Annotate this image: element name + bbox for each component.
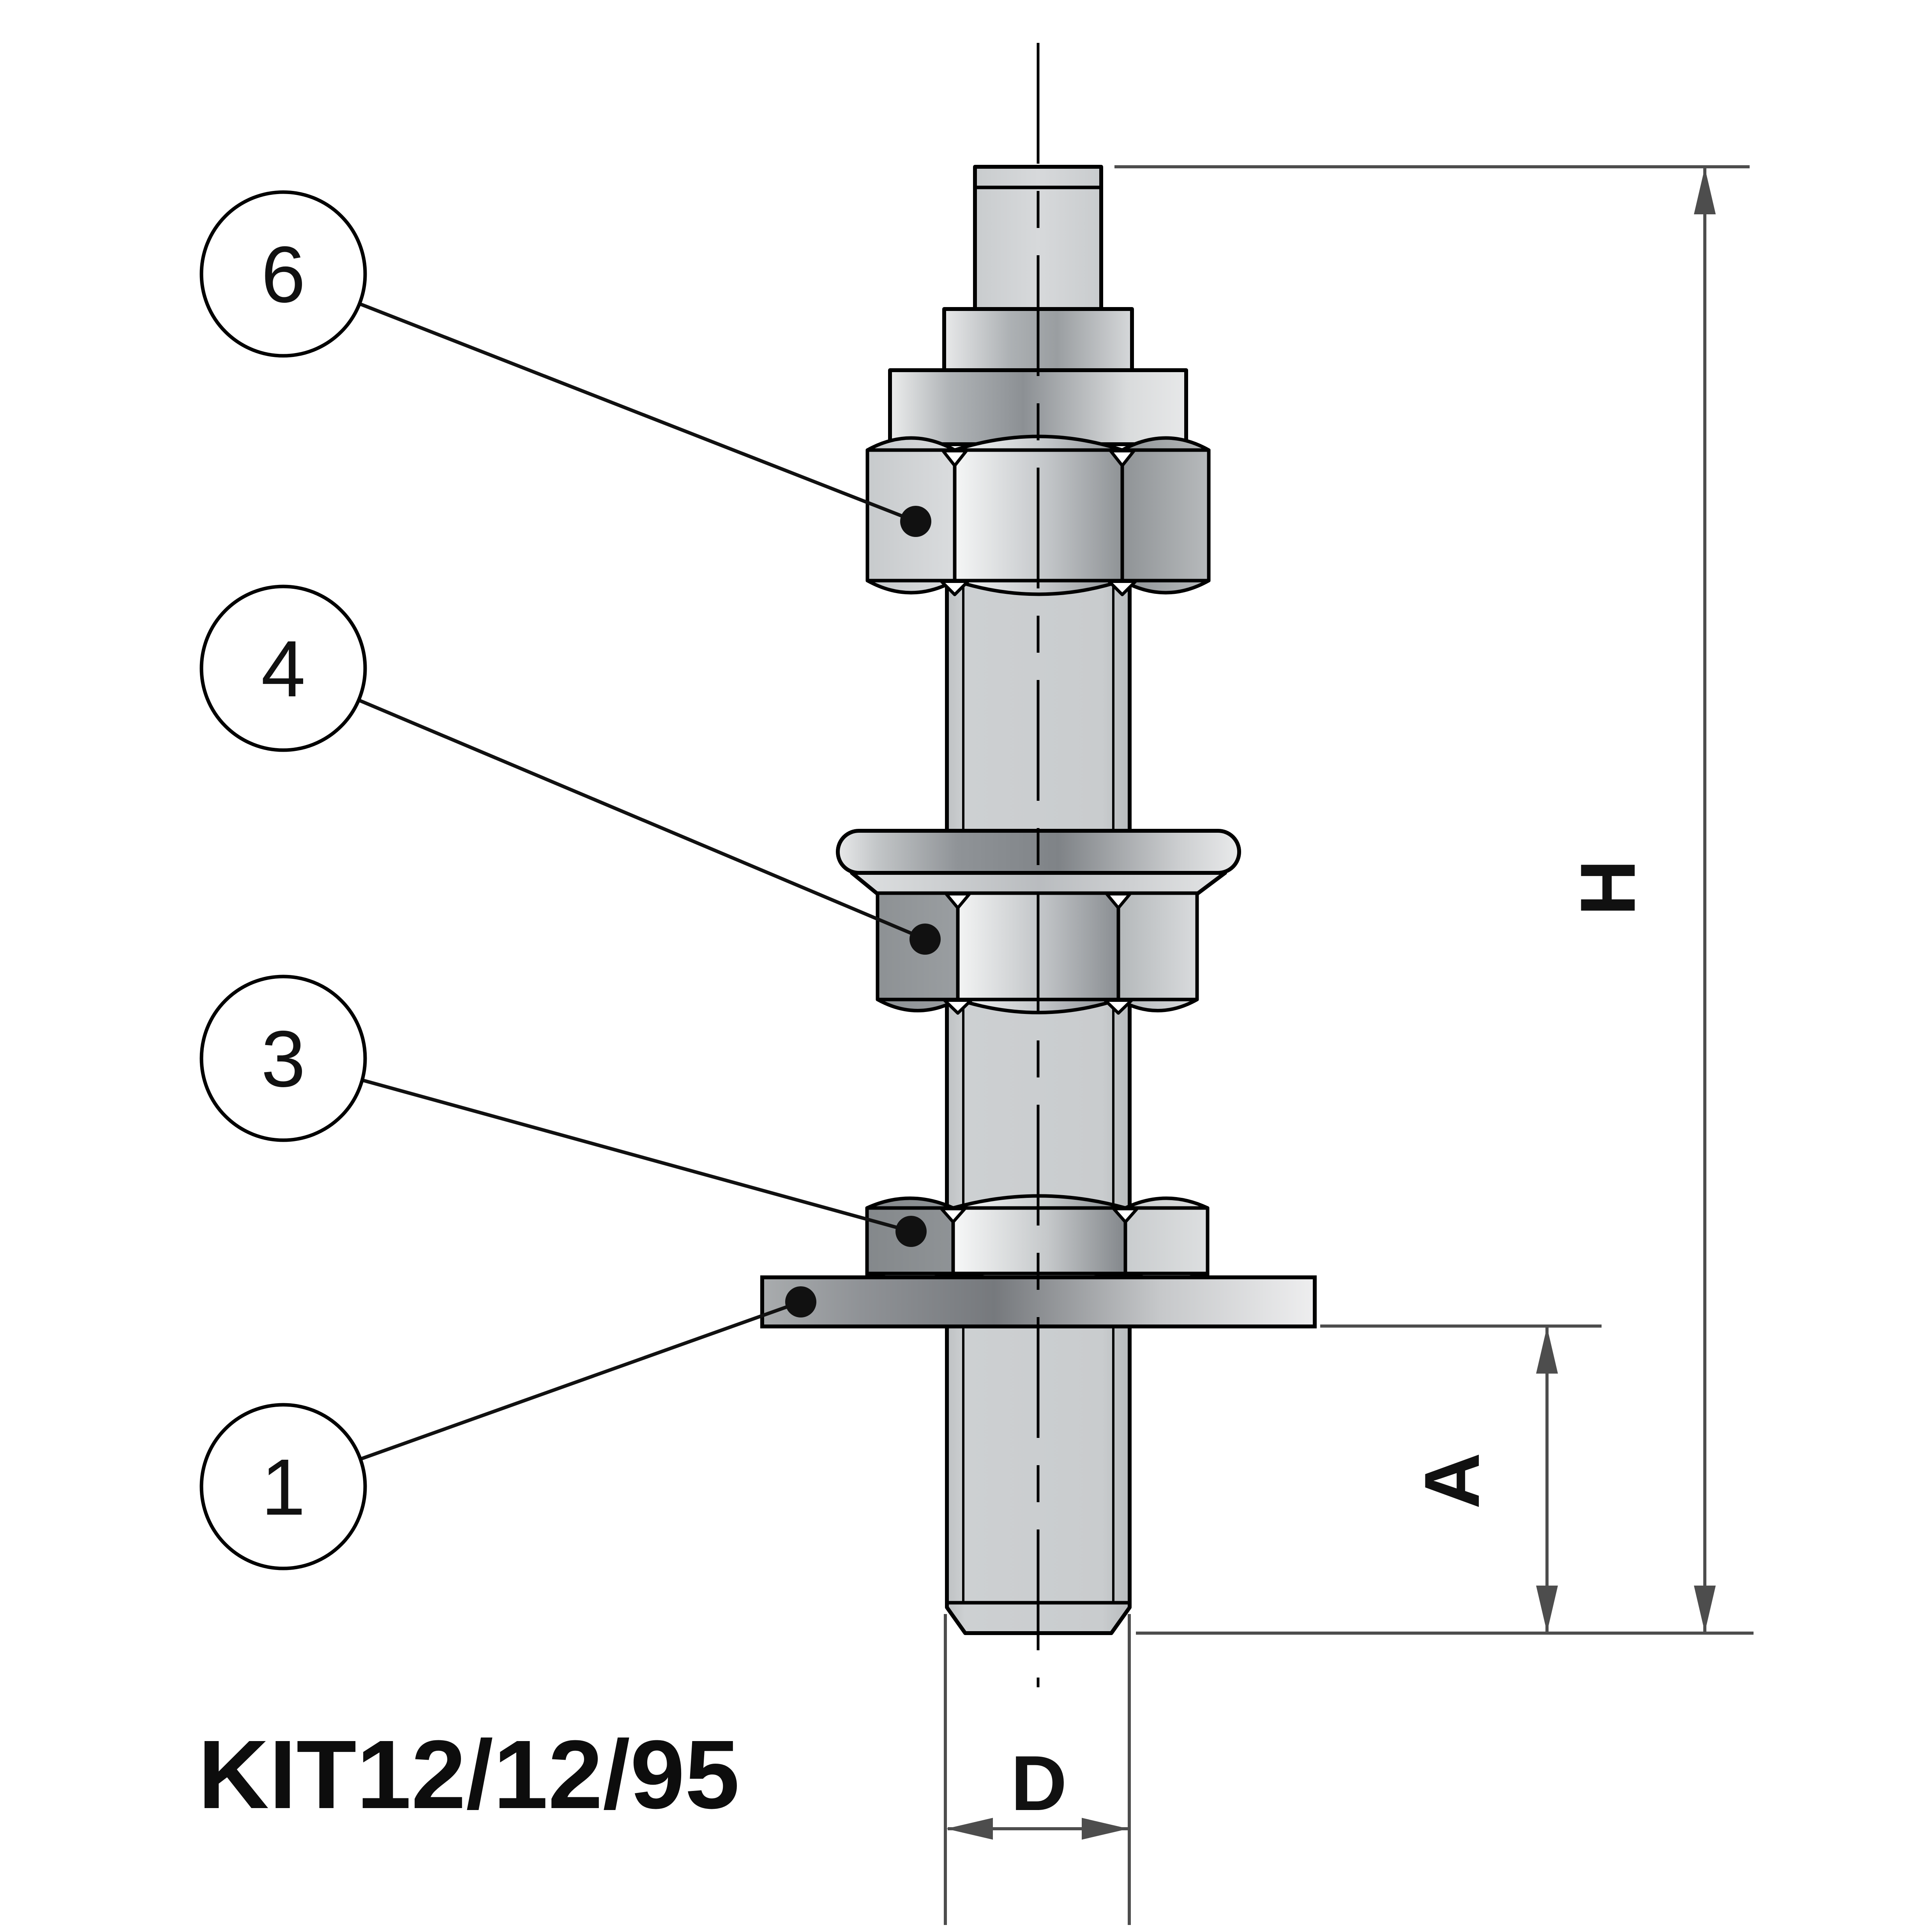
leader-dot-3	[895, 1216, 927, 1247]
top-nut-notch	[941, 449, 968, 467]
arrow-A-up-icon	[1536, 1327, 1558, 1374]
balloon-label-4: 4	[261, 624, 306, 713]
callout-leader-dots	[785, 506, 941, 1317]
balloon-label-3: 3	[261, 1014, 306, 1104]
arrow-A-down-icon	[1536, 1586, 1558, 1632]
middle-nut-notch	[1105, 892, 1132, 909]
part-number: KIT12/12/95	[198, 1720, 740, 1829]
leader-dot-1	[785, 1286, 816, 1317]
lower-nut-notch	[940, 1207, 966, 1224]
top-nut-arc-left	[865, 436, 957, 452]
top-nut-arc-right	[1120, 436, 1211, 452]
middle-nut-notch	[945, 892, 971, 909]
dimension-arrows	[946, 168, 1716, 1840]
top-nut-arc-front	[953, 434, 1124, 452]
balloon-label-1: 1	[261, 1443, 306, 1532]
top-nut-notch	[940, 580, 970, 596]
balloon-circle-6	[200, 190, 367, 358]
balloon-circle-1	[200, 1403, 367, 1570]
leader-dot-6	[900, 506, 931, 537]
leader-line-3	[281, 1056, 913, 1233]
top-nut-notch	[1107, 580, 1137, 596]
top-nut-notch	[1109, 449, 1136, 467]
callout-leaders	[281, 272, 927, 1489]
flange-taper	[850, 871, 1227, 896]
lower-nut-face-right	[1123, 1206, 1210, 1277]
leader-dot-4	[909, 924, 941, 955]
leader-line-1	[281, 1300, 803, 1489]
dimensions	[944, 165, 1754, 1925]
balloon-circle-3	[200, 975, 367, 1142]
top-nut-bottom-arc-right	[1120, 579, 1211, 595]
callout-balloons: 6 4 3 1	[200, 190, 367, 1570]
arrow-D-right-icon	[1082, 1818, 1128, 1840]
lower-nut-arc-left	[865, 1196, 955, 1210]
middle-nut-face-right	[1116, 891, 1199, 1001]
balloon-label-6: 6	[261, 230, 306, 319]
dimension-label-D: D	[1011, 1740, 1067, 1827]
arrow-H-up-icon	[1694, 168, 1716, 214]
arrow-D-left-icon	[946, 1818, 993, 1840]
dimension-label-H: H	[1565, 860, 1651, 916]
top-nut-face-right	[1120, 448, 1211, 583]
leader-line-6	[281, 272, 918, 523]
lower-nut-notch	[1112, 1207, 1139, 1224]
middle-nut-face-left	[876, 891, 960, 1001]
balloon-circle-4	[200, 585, 367, 752]
dimension-label-A: A	[1409, 1453, 1496, 1509]
middle-nut-notch	[1104, 999, 1133, 1015]
arrow-H-down-icon	[1694, 1586, 1716, 1632]
lower-nut-arc-right	[1123, 1196, 1210, 1210]
middle-nut-notch	[943, 999, 973, 1015]
leader-line-4	[281, 666, 927, 941]
